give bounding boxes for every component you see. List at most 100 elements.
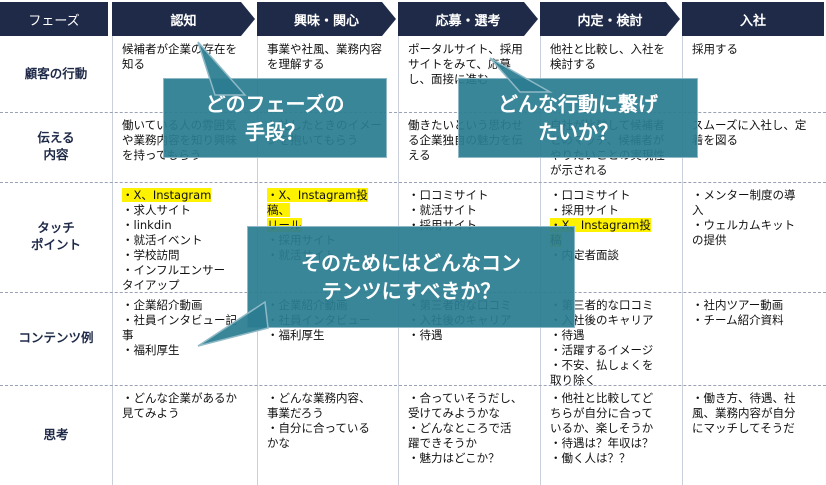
callout-bubble-3: そのためにはどんなコン テンツにすべきか？ xyxy=(247,226,575,328)
cell: 採用する xyxy=(692,42,816,57)
cell: ・働き方、待遇、社 風、業務内容が自分 にマッチしてそうだ xyxy=(692,391,816,436)
item-text: ・採用サイト xyxy=(550,203,619,217)
list-item: ・学校訪問 xyxy=(122,248,247,263)
list-item: ・福利厚生 xyxy=(267,328,388,343)
cell: ・合っていそうだし、 受けてみようかな・どんなところで活 躍できそうか・魅力はど… xyxy=(408,391,530,466)
item-text: ・チーム紹介資料 xyxy=(692,313,784,327)
list-item: ・社員インタビュー記 事 xyxy=(122,313,247,343)
list-item: ・企業紹介動画 xyxy=(122,298,247,313)
item-text: ・口コミサイト xyxy=(550,188,631,202)
list-item: ・待遇は？年収は？ xyxy=(550,436,672,451)
item-text: ポータルサイト、採用サイトをみて、応募し、面接に進む xyxy=(408,42,523,86)
callout-bubble-2: どんな行動に繋げ たいか？ xyxy=(458,78,698,158)
list-item: ・メンター制度の導 入 xyxy=(692,188,816,218)
phase-header: フェーズ認知興味・関心応募・選考内定・検討入社 xyxy=(0,2,826,36)
phase-1: 認知 xyxy=(112,2,255,36)
list-item: ・就活サイト xyxy=(408,203,530,218)
item-text: ・待遇 xyxy=(550,328,585,342)
list-item: ポータルサイト、採用サイトをみて、応募し、面接に進む xyxy=(408,42,530,87)
cell: ・社内ツアー動画・チーム紹介資料 xyxy=(692,298,816,328)
row-divider xyxy=(0,182,826,183)
list-item: ・福利厚生 xyxy=(122,343,247,358)
item-text: ・他社と比較してど ちらが自分に合って いるか、楽しそうか xyxy=(550,391,654,435)
cell: ポータルサイト、採用サイトをみて、応募し、面接に進む xyxy=(408,42,530,87)
row-divider xyxy=(0,385,826,386)
item-text: ・メンター制度の導 入 xyxy=(692,188,796,217)
list-item: ・第三者的な口コミ xyxy=(550,298,672,313)
item-text: ・待遇は？年収は？ xyxy=(550,436,654,450)
item-text: ・企業紹介動画 xyxy=(122,298,203,312)
list-item: ・入社後のキャリア xyxy=(550,313,672,328)
item-text: ・X、Instagram xyxy=(122,188,212,202)
list-item: ・X、Instagram xyxy=(122,188,247,203)
row-label: 伝える 内容 xyxy=(37,130,75,162)
item-text: ・どんな業務内容、 事業だろう xyxy=(267,391,371,420)
item-text: ・求人サイト xyxy=(122,203,191,217)
list-item: ・待遇 xyxy=(550,328,672,343)
callout-bubble-1: どのフェーズの 手段？ xyxy=(163,78,387,158)
list-item: ・口コミサイト xyxy=(550,188,672,203)
item-text: ・待遇 xyxy=(408,328,443,342)
list-item: ・他社と比較してど ちらが自分に合って いるか、楽しそうか xyxy=(550,391,672,436)
item-text: ・社内ツアー動画 xyxy=(692,298,784,312)
cell: 事業や社風、業務内容を理解する xyxy=(267,42,388,72)
cell: ・企業紹介動画・社員インタビュー記 事・福利厚生 xyxy=(122,298,247,358)
list-item: ・社内ツアー動画 xyxy=(692,298,816,313)
list-item: スムーズに入社し、定着を図る xyxy=(692,118,816,148)
list-item: ・口コミサイト xyxy=(408,188,530,203)
item-text: 他社と比較し、入社を検討する xyxy=(550,42,665,71)
column-divider xyxy=(112,36,113,485)
item-text: ・どんなところで活 躍できそうか xyxy=(408,421,512,450)
phase-label: フェーズ xyxy=(0,2,108,36)
item-text: ・合っていそうだし、 受けてみようかな xyxy=(408,391,523,420)
list-item: ・チーム紹介資料 xyxy=(692,313,816,328)
item-text: ・活躍するイメージ xyxy=(550,343,654,357)
column-divider xyxy=(682,36,683,485)
item-text: スムーズに入社し、定着を図る xyxy=(692,118,807,147)
item-text: ・働く人は？？ xyxy=(550,451,631,465)
list-item: ・不安、払しょくを 取り除く xyxy=(550,358,672,388)
list-item: ・活躍するイメージ xyxy=(550,343,672,358)
item-text: ・インフルエンサー タイアップ xyxy=(122,263,226,292)
item-text: 事業や社風、業務内容を理解する xyxy=(267,42,382,71)
list-item: ・採用サイト xyxy=(550,203,672,218)
cell: 他社と比較し、入社を検討する xyxy=(550,42,672,72)
item-text: ・福利厚生 xyxy=(122,343,180,357)
cell: 候補者が企業の存在を知る xyxy=(122,42,247,72)
item-text: ・働き方、待遇、社 風、業務内容が自分 にマッチしてそうだ xyxy=(692,391,796,435)
list-item: 他社と比較し、入社を検討する xyxy=(550,42,672,72)
item-text: ・魅力はどこか？ xyxy=(408,451,500,465)
item-text: ・社員インタビュー記 事 xyxy=(122,313,237,342)
phase-5: 入社 xyxy=(682,2,824,36)
list-item: 採用する xyxy=(692,42,816,57)
list-item: ・魅力はどこか？ xyxy=(408,451,530,466)
cell: ・メンター制度の導 入・ウェルカムキット の提供 xyxy=(692,188,816,248)
cell: スムーズに入社し、定着を図る xyxy=(692,118,816,148)
item-text: ・どんな企業があるか 見てみよう xyxy=(122,391,237,420)
list-item: ・求人サイト xyxy=(122,203,247,218)
list-item: ・就活イベント xyxy=(122,233,247,248)
row-divider xyxy=(0,112,826,113)
row-label: 思考 xyxy=(43,426,69,442)
item-text: ・就活サイト xyxy=(408,203,477,217)
item-text: ・入社後のキャリア xyxy=(550,313,654,327)
row-label: コンテンツ例 xyxy=(18,330,94,346)
cell: ・第三者的な口コミ・入社後のキャリア・待遇・活躍するイメージ・不安、払しょくを … xyxy=(550,298,672,388)
row-label: 顧客の行動 xyxy=(24,65,88,81)
item-text: 採用する xyxy=(692,42,738,56)
list-item: ・働く人は？？ xyxy=(550,451,672,466)
list-item: ・働き方、待遇、社 風、業務内容が自分 にマッチしてそうだ xyxy=(692,391,816,436)
item-text: ・自分に合っている かな xyxy=(267,421,370,450)
item-text: ・第三者的な口コミ xyxy=(550,298,654,312)
phase-3: 応募・選考 xyxy=(398,2,538,36)
item-text: ・福利厚生 xyxy=(267,328,325,342)
list-item: ・合っていそうだし、 受けてみようかな xyxy=(408,391,530,421)
item-text: ・就活イベント xyxy=(122,233,203,247)
phase-2: 興味・関心 xyxy=(257,2,396,36)
list-item: ・linkdin xyxy=(122,218,247,233)
cell: ・X、Instagram・求人サイト・linkdin・就活イベント・学校訪問・イ… xyxy=(122,188,247,293)
list-item: ・どんな企業があるか 見てみよう xyxy=(122,391,247,421)
list-item: ・どんな業務内容、 事業だろう xyxy=(267,391,388,421)
item-text: ・不安、払しょくを 取り除く xyxy=(550,358,654,387)
list-item: 事業や社風、業務内容を理解する xyxy=(267,42,388,72)
